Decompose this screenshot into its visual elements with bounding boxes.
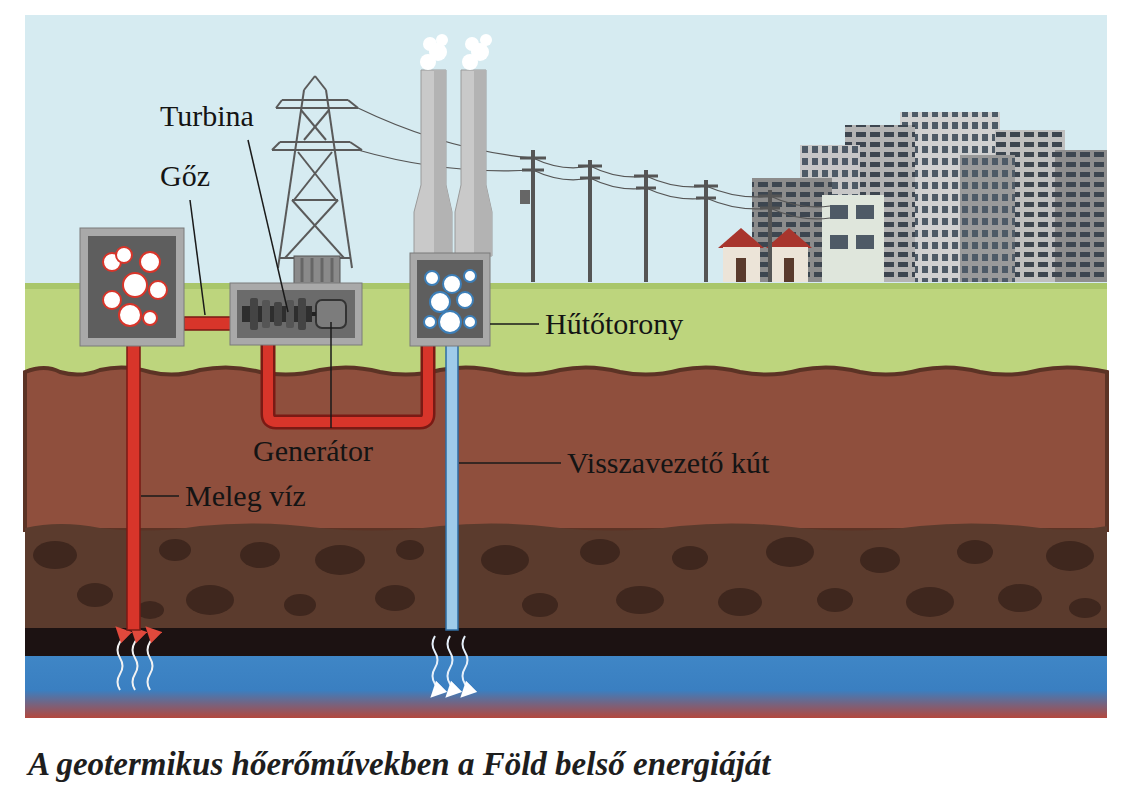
sky — [25, 15, 1107, 287]
turbine-generator — [230, 283, 362, 345]
part-label: Visszavezető kút — [567, 445, 769, 481]
pipes — [127, 317, 458, 630]
cooling-tower-box — [410, 253, 490, 346]
city — [718, 112, 1107, 282]
rock-layer — [25, 523, 1107, 630]
water-reservoir — [25, 656, 1107, 718]
part-label: Generátor — [253, 433, 373, 469]
part-label: Turbina — [160, 98, 254, 134]
transformer — [294, 256, 340, 284]
grass — [25, 283, 1107, 378]
soil-layer — [25, 367, 1107, 530]
transmission-tower — [272, 76, 362, 268]
part-label: Gőz — [160, 158, 210, 194]
part-label: Meleg víz — [185, 478, 306, 514]
steam-separator — [80, 228, 184, 346]
bedrock-layer — [25, 628, 1107, 657]
cooling-chimneys — [414, 34, 492, 256]
figure-caption: A geotermikus hőerőművekben a Föld belső… — [28, 744, 771, 784]
heat-arrows — [118, 632, 468, 692]
leader-lines — [141, 140, 561, 496]
part-label: Hűtőtorony — [545, 306, 683, 342]
